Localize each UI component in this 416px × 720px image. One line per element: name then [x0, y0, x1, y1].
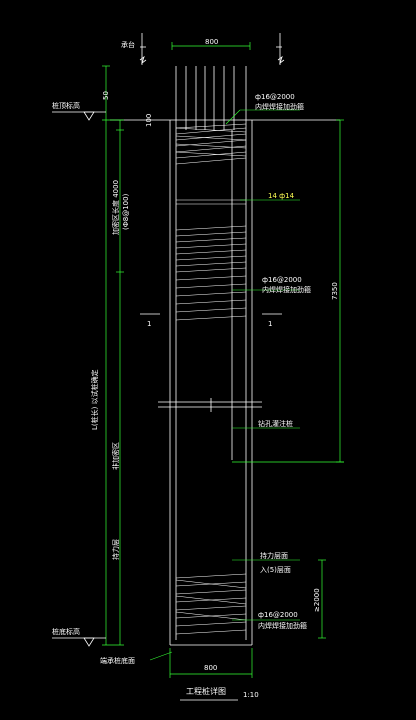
embed-top-dim: 50	[102, 91, 110, 100]
stirrup-mid-note: 内焊焊接加劲箍	[262, 285, 311, 294]
right-upper-dim: 7350	[331, 282, 339, 300]
right-dimension-chain	[232, 119, 344, 639]
main-rebar-label: 14 ф14	[268, 192, 295, 200]
bearing-layer-note: 入(5)层面	[260, 566, 291, 574]
top-width-text: 800	[205, 38, 218, 46]
cap-rebar-left-dim: (Ф8@100)	[122, 193, 130, 230]
embed-small-dim: 100	[145, 114, 153, 127]
pile-bottom-note: 端承桩底面	[100, 656, 135, 665]
left-dimension-chain	[102, 65, 124, 646]
left-upper-dim: 加密区长度 4000	[111, 180, 120, 235]
section-cut-marks	[140, 313, 282, 412]
stirrup-top-note: 内焊焊接加劲箍	[255, 102, 304, 111]
top-width-dimension	[171, 42, 251, 50]
bottom-width-text: 800	[204, 664, 217, 672]
bearing-layer-label: 持力层面	[260, 551, 288, 560]
left-total-dim: L(桩长) 以试桩确定	[90, 369, 99, 430]
drawing-title: 工程桩详图	[186, 686, 226, 696]
pile-cap-header	[139, 33, 285, 65]
section-mark-right: 1	[268, 320, 272, 328]
cap-top-elev-label: 桩顶标高	[52, 101, 80, 110]
elevation-markers	[52, 111, 106, 647]
spiral-stirrups-top	[175, 123, 247, 321]
left-bottom-dim: 持力层	[111, 539, 120, 560]
leader-lines	[149, 109, 300, 661]
stirrup-top-label: ф16@2000	[255, 93, 295, 101]
pile-body	[110, 66, 340, 646]
stirrup-mid-label: ф16@2000	[262, 276, 302, 284]
left-lower-dim: 非加密区	[111, 442, 120, 470]
spiral-stirrups-bottom	[175, 573, 247, 635]
drawing-scale: 1:10	[243, 691, 259, 699]
section-mark-left: 1	[147, 320, 151, 328]
stirrup-bottom-label: ф16@2000	[258, 611, 298, 619]
cap-label: 承台	[121, 40, 135, 49]
right-lower-dim: ≥2000	[313, 588, 321, 612]
pile-bottom-elev-label: 桩底标高	[52, 627, 80, 636]
pile-body-note: 钻孔灌注桩	[258, 419, 293, 428]
bottom-width-dimension	[169, 648, 253, 678]
stirrup-bottom-note: 内焊焊接加劲箍	[258, 621, 307, 630]
